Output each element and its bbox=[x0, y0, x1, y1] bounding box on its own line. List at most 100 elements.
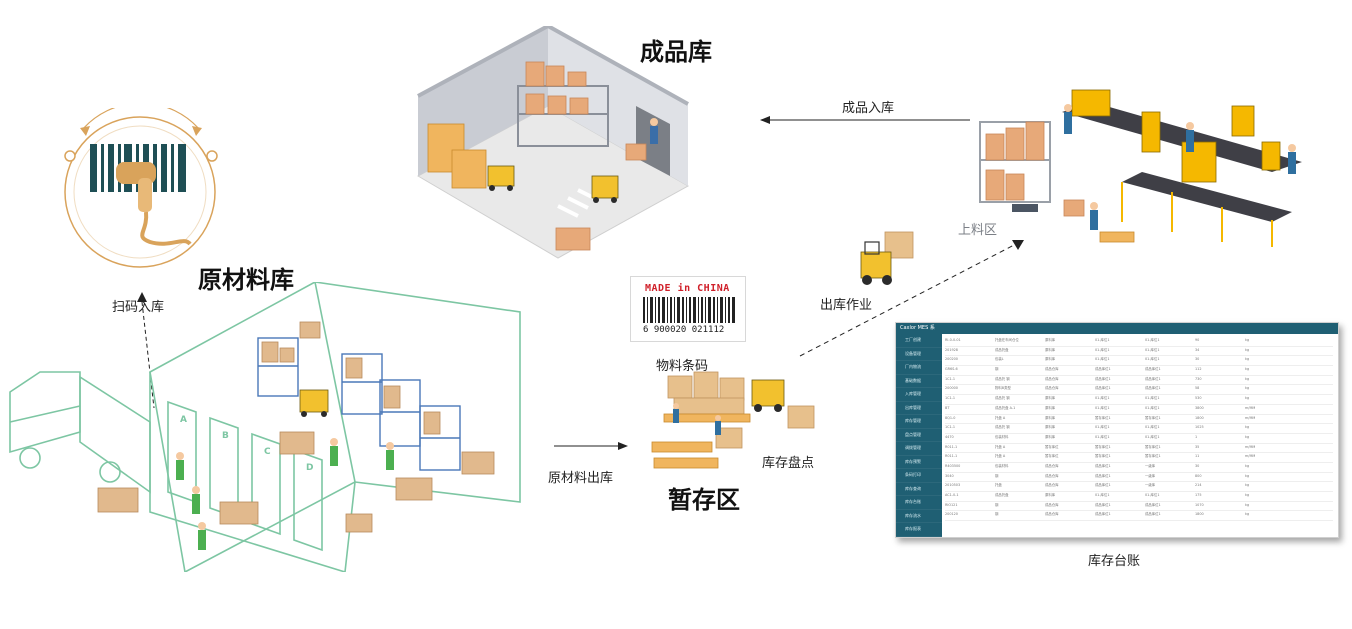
mes-sidebar-item[interactable]: 基础数据 bbox=[896, 375, 942, 388]
table-cell: 01-库位1 bbox=[1145, 396, 1160, 401]
table-cell: 成品仓库 bbox=[1045, 512, 1059, 517]
finished-warehouse-illustration bbox=[416, 26, 690, 259]
production-line-illustration bbox=[979, 89, 1302, 247]
table-cell: kg bbox=[1245, 463, 1250, 468]
table-cell: 1070 bbox=[1195, 502, 1204, 507]
feeding-area-label: 上料区 bbox=[958, 223, 998, 238]
table-cell: 11 bbox=[1195, 454, 1200, 459]
table-cell: 托盘 bbox=[995, 483, 1002, 488]
mes-brand: Caxlor MES 系 bbox=[900, 325, 935, 331]
table-cell: 01-库位1 bbox=[1145, 493, 1160, 497]
mes-sidebar-item[interactable]: 质检管理 bbox=[896, 537, 942, 538]
mes-sidebar-item[interactable]: 厂内物流 bbox=[896, 361, 942, 375]
table-cell: 01-库位1 bbox=[1095, 405, 1110, 410]
mes-sidebar-item[interactable]: 库存管理 bbox=[896, 415, 942, 429]
staging-area-illustration bbox=[651, 371, 815, 469]
table-cell: 成品仓库 bbox=[1045, 376, 1059, 381]
table-cell: 1800 bbox=[1195, 415, 1204, 420]
table-cell: 01-库位1 bbox=[1145, 434, 1160, 439]
mes-sidebar-item[interactable]: 入库管理 bbox=[896, 388, 942, 402]
finished-warehouse-title: 成品库 bbox=[640, 38, 712, 66]
table-cell: 原料库 bbox=[1045, 425, 1056, 430]
mes-sidebar-item[interactable]: 工厂创建 bbox=[896, 334, 942, 348]
door-a-label: A bbox=[180, 415, 187, 425]
door-c-label: C bbox=[264, 447, 271, 457]
table-cell: R403500 bbox=[945, 463, 961, 468]
table-cell: 原料库 bbox=[1045, 415, 1056, 420]
table-cell: 成品库位1 bbox=[1145, 502, 1161, 507]
mes-sidebar-item[interactable]: 条码打印 bbox=[896, 469, 942, 483]
table-cell: 成品托 钢 bbox=[995, 425, 1010, 430]
table-cell: R011-1 bbox=[945, 454, 958, 459]
mes-sidebar-item[interactable]: 库存台账 bbox=[896, 496, 942, 510]
table-cell: 112 bbox=[1195, 367, 1202, 372]
table-cell: BT bbox=[945, 405, 950, 410]
outbound-forklift-icon bbox=[860, 231, 914, 285]
table-cell: 1800 bbox=[1195, 512, 1204, 517]
barcode-bars-icon bbox=[643, 297, 735, 323]
table-cell: m/MM bbox=[1245, 454, 1256, 459]
table-cell: kg bbox=[1245, 434, 1250, 439]
table-cell: kg bbox=[1245, 502, 1250, 507]
table-cell: 成品库位1 bbox=[1095, 502, 1111, 507]
mes-sidebar-item[interactable]: 库存流水 bbox=[896, 510, 942, 523]
mes-sidebar-item[interactable]: 调拨管理 bbox=[896, 442, 942, 456]
table-cell: 托盘 A bbox=[995, 454, 1006, 459]
raw-out-arrow bbox=[554, 442, 628, 450]
mes-sidebar-item[interactable]: 盘点管理 bbox=[896, 429, 942, 442]
table-cell: 4470 bbox=[945, 434, 954, 439]
table-cell: 01-库位1 bbox=[1145, 357, 1160, 362]
table-cell: 01-库位1 bbox=[1145, 347, 1160, 352]
table-cell: 成品库位1 bbox=[1145, 376, 1161, 381]
table-cell: 1C1-1 bbox=[945, 425, 956, 430]
mes-sidebar-item[interactable]: 出库管理 bbox=[896, 402, 942, 415]
table-cell: kg bbox=[1245, 386, 1250, 391]
table-cell: 成品托盘 A-1 bbox=[995, 405, 1016, 410]
table-cell: 成品库位1 bbox=[1095, 473, 1111, 478]
table-cell: 一级库 bbox=[1145, 463, 1156, 468]
mes-sidebar-item[interactable]: 库存预警 bbox=[896, 456, 942, 469]
table-cell: 58 bbox=[1195, 386, 1200, 391]
table-cell: 原料库 bbox=[1045, 493, 1056, 497]
table-cell: 托盘在车间仓位 bbox=[995, 338, 1019, 342]
table-cell: 成品托盘 bbox=[995, 493, 1009, 497]
table-cell: 成品库位1 bbox=[1095, 376, 1111, 381]
table-cell: 成品仓库 bbox=[1045, 463, 1059, 468]
table-cell: 成品仓库 bbox=[1045, 483, 1059, 488]
table-cell: 200000 bbox=[945, 386, 958, 391]
mes-sidebar-item[interactable]: 库存查询 bbox=[896, 483, 942, 496]
table-cell: 2010503 bbox=[945, 483, 961, 488]
table-cell: RI-0-0-01 bbox=[945, 338, 961, 342]
table-cell: 原料库 bbox=[1045, 396, 1056, 401]
table-cell: 30 bbox=[1195, 357, 1200, 362]
table-cell: 原料库 bbox=[1045, 338, 1056, 342]
table-cell: 01-库位1 bbox=[1095, 347, 1110, 352]
mes-sidebar-item[interactable]: 库存报表 bbox=[896, 523, 942, 537]
table-cell: 包装材料 bbox=[995, 434, 1009, 439]
finished-in-arrow bbox=[760, 116, 970, 124]
raw-warehouse-illustration: A B C D bbox=[9, 282, 521, 572]
mes-sidebar-item[interactable]: 设备管理 bbox=[896, 348, 942, 361]
table-cell: 成品仓库 bbox=[1045, 386, 1059, 391]
table-cell: RIO121 bbox=[945, 502, 958, 507]
table-cell: R011-1 bbox=[945, 444, 958, 449]
